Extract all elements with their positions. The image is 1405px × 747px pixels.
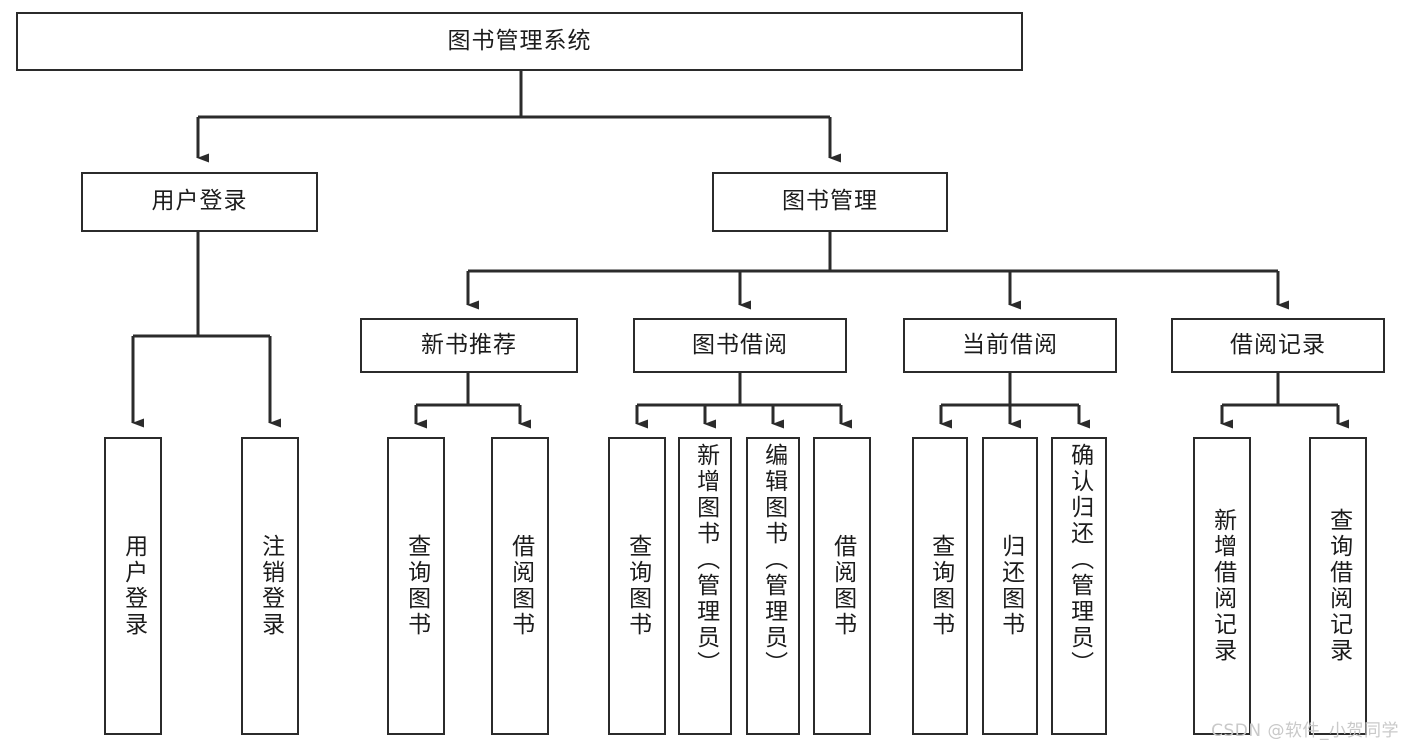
node-leaf-borrow-book-1-label: 借阅图书 [507,534,534,638]
node-user-login[interactable]: 用户登录 [81,172,318,232]
node-leaf-edit-book-label: 编辑图书（管理员） [760,443,787,677]
node-leaf-add-record[interactable]: 新增借阅记录 [1193,437,1251,735]
watermark: CSDN @软件_小贺同学 [1211,721,1399,741]
node-leaf-edit-book[interactable]: 编辑图书（管理员） [746,437,800,735]
node-leaf-query-book-2-label: 查询图书 [624,534,651,638]
node-leaf-query-book-3[interactable]: 查询图书 [912,437,968,735]
node-leaf-confirm-return[interactable]: 确认归还（管理员） [1051,437,1107,735]
node-root-label: 图书管理系统 [447,27,592,54]
node-leaf-user-login-label: 用户登录 [120,534,147,638]
node-leaf-add-book[interactable]: 新增图书（管理员） [678,437,732,735]
node-user-login-label: 用户登录 [151,188,248,215]
node-book-manage-label: 图书管理 [782,188,878,215]
node-leaf-return-book[interactable]: 归还图书 [982,437,1038,735]
node-leaf-query-book-1-label: 查询图书 [403,534,430,638]
node-leaf-query-book-3-label: 查询图书 [927,534,954,638]
node-new-book-rec[interactable]: 新书推荐 [360,318,578,373]
node-borrow-record-label: 借阅记录 [1230,331,1326,358]
node-new-book-rec-label: 新书推荐 [421,331,517,358]
node-book-borrow-label: 图书借阅 [692,331,788,358]
node-borrow-record[interactable]: 借阅记录 [1171,318,1385,373]
node-current-borrow[interactable]: 当前借阅 [903,318,1117,373]
node-book-borrow[interactable]: 图书借阅 [633,318,847,373]
node-book-manage[interactable]: 图书管理 [712,172,948,232]
node-leaf-borrow-book-2-label: 借阅图书 [829,534,856,638]
node-current-borrow-label: 当前借阅 [962,331,1058,358]
node-leaf-user-login[interactable]: 用户登录 [104,437,162,735]
node-leaf-return-book-label: 归还图书 [997,534,1024,638]
node-leaf-user-logout[interactable]: 注销登录 [241,437,299,735]
node-root[interactable]: 图书管理系统 [16,12,1023,71]
node-leaf-query-book-1[interactable]: 查询图书 [387,437,445,735]
node-leaf-query-record[interactable]: 查询借阅记录 [1309,437,1367,735]
node-leaf-add-book-label: 新增图书（管理员） [692,443,719,677]
node-leaf-query-book-2[interactable]: 查询图书 [608,437,666,735]
node-leaf-confirm-return-label: 确认归还（管理员） [1066,443,1093,677]
node-leaf-borrow-book-2[interactable]: 借阅图书 [813,437,871,735]
node-leaf-user-logout-label: 注销登录 [257,534,284,638]
node-leaf-query-record-label: 查询借阅记录 [1325,508,1352,664]
node-leaf-borrow-book-1[interactable]: 借阅图书 [491,437,549,735]
node-leaf-add-record-label: 新增借阅记录 [1209,508,1236,664]
